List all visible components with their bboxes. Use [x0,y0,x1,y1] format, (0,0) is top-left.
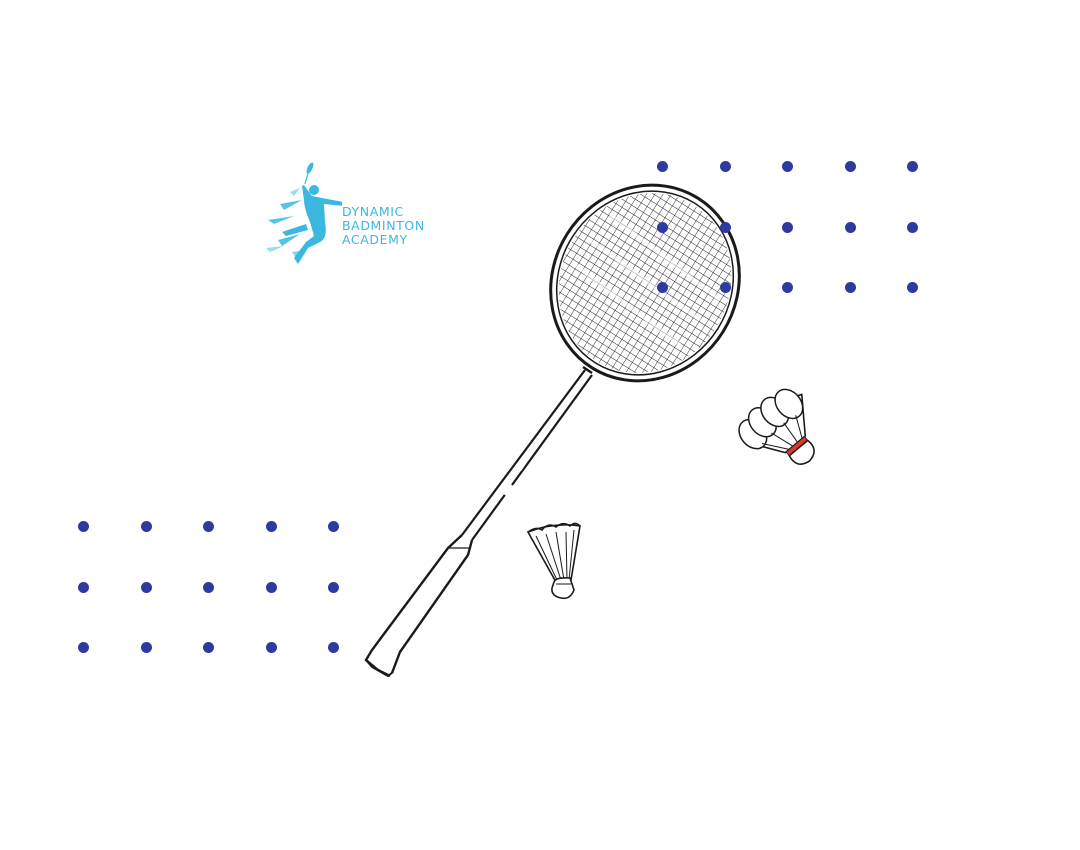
decorative-dot [265,642,277,653]
decorative-dot [844,282,856,293]
logo-line-2: BADMINTON [342,218,425,233]
decorative-dot [657,282,668,293]
decorative-dot [844,221,856,233]
academy-logo: DYNAMIC BADMINTON ACADEMY [262,160,447,270]
decorative-dot [140,581,152,593]
decorative-dot [78,521,89,532]
decorative-dot [907,161,918,172]
decorative-dot [328,581,339,593]
dot-grid-bottom-left [78,521,339,653]
logo-line-1: DYNAMIC [342,204,404,219]
decorative-dot [719,282,731,293]
decorative-dot [265,521,277,532]
decorative-dot [782,221,793,233]
decorative-dot [657,221,668,233]
decorative-dot [657,161,668,172]
shuttlecock-icon [526,522,581,600]
decorative-dot [907,282,918,293]
decorative-dot [719,221,731,233]
decorative-dot [140,521,152,532]
decorative-dot [140,642,152,653]
decorative-dot [78,642,89,653]
logo-line-3: ACADEMY [342,232,408,247]
decorative-dot [328,642,339,653]
decorative-dot [844,161,856,172]
shuttlecock-icon [738,388,815,465]
decorative-dot [719,161,731,172]
decorative-dot [782,161,793,172]
decorative-dot [328,521,339,532]
decorative-dot [907,221,918,233]
decorative-dot [203,521,214,532]
decorative-dot [203,581,214,593]
dot-grid-top-right [657,161,918,293]
badminton-player-logo-icon [266,162,342,264]
decorative-dot [78,581,89,593]
decorative-dot [782,282,793,293]
logo-text: DYNAMIC BADMINTON ACADEMY [342,205,425,247]
decorative-dot [203,642,214,653]
decorative-dot [265,581,277,593]
